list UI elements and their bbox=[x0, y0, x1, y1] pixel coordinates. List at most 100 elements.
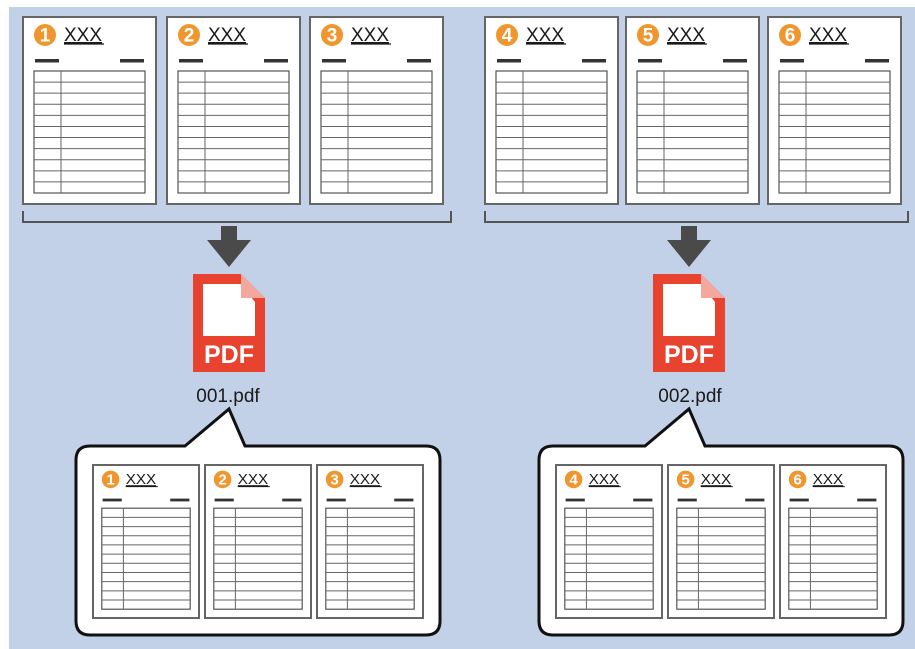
group-bracket bbox=[484, 211, 909, 223]
page-title: XXX bbox=[64, 25, 102, 46]
pdf-icon-label: PDF bbox=[204, 341, 254, 369]
header-dash-right bbox=[865, 59, 889, 63]
document-page: 4 XXX bbox=[484, 16, 619, 205]
page-title: XXX bbox=[813, 471, 843, 488]
table-border bbox=[33, 70, 146, 194]
header-dash-right bbox=[582, 59, 606, 63]
page-title: XXX bbox=[350, 471, 380, 488]
page-table bbox=[325, 507, 415, 610]
header-dash-left bbox=[497, 59, 521, 63]
header-dash-right bbox=[407, 59, 431, 63]
table-border bbox=[101, 507, 191, 610]
header-dash-left bbox=[35, 59, 59, 63]
page-title: XXX bbox=[208, 25, 246, 46]
page-number: 3 bbox=[327, 26, 338, 47]
page-title: XXX bbox=[126, 471, 156, 488]
header-dash-left bbox=[677, 498, 697, 502]
page-number: 2 bbox=[184, 26, 195, 47]
header-dash-right bbox=[745, 498, 765, 502]
page-table bbox=[636, 70, 749, 194]
header-dash-left bbox=[214, 498, 234, 502]
page-title: XXX bbox=[589, 471, 619, 488]
document-page: 5 XXX bbox=[625, 16, 760, 205]
document-page: 1 XXX bbox=[92, 464, 200, 619]
document-page: 3 XXX bbox=[309, 16, 444, 205]
table-border bbox=[495, 70, 608, 194]
page-number: 1 bbox=[40, 26, 51, 47]
page-number: 5 bbox=[643, 26, 654, 47]
page-number-badge bbox=[637, 24, 659, 46]
page-number-badge bbox=[213, 470, 232, 489]
pdf-icon-label: PDF bbox=[664, 341, 714, 369]
page-number: 4 bbox=[569, 472, 578, 489]
header-dash-right bbox=[857, 498, 877, 502]
page-number-badge bbox=[321, 24, 343, 46]
page-title: XXX bbox=[667, 25, 705, 46]
document-page: 4 XXX bbox=[555, 464, 663, 619]
header-dash-right bbox=[394, 498, 414, 502]
page-number-badge bbox=[564, 470, 583, 489]
page-table bbox=[101, 507, 191, 610]
table-border bbox=[636, 70, 749, 194]
page-table bbox=[788, 507, 878, 610]
page-number-badge bbox=[788, 470, 807, 489]
page-table bbox=[676, 507, 766, 610]
page-table bbox=[495, 70, 608, 194]
document-page: 6 XXX bbox=[779, 464, 887, 619]
table-border bbox=[213, 507, 303, 610]
header-dash-left bbox=[789, 498, 809, 502]
pdf-icon-fold bbox=[701, 274, 725, 298]
header-dash-left bbox=[322, 59, 346, 63]
pdf-file-icon: PDF bbox=[193, 274, 265, 372]
header-dash-left bbox=[638, 59, 662, 63]
pdf-file-name: 001.pdf bbox=[196, 386, 260, 407]
page-number: 6 bbox=[793, 472, 801, 489]
header-dash-right bbox=[633, 498, 653, 502]
header-dash-right bbox=[264, 59, 288, 63]
table-border bbox=[320, 70, 433, 194]
pdf-icon-fold bbox=[241, 274, 265, 298]
header-dash-left bbox=[102, 498, 122, 502]
header-dash-right bbox=[120, 59, 144, 63]
page-number-badge bbox=[34, 24, 56, 46]
header-dash-right bbox=[723, 59, 747, 63]
page-table bbox=[213, 507, 303, 610]
table-border bbox=[177, 70, 290, 194]
page-number: 1 bbox=[106, 472, 115, 489]
page-number-badge bbox=[676, 470, 695, 489]
down-arrow bbox=[207, 226, 251, 267]
page-number: 4 bbox=[502, 26, 513, 47]
header-dash-right bbox=[282, 498, 302, 502]
page-title: XXX bbox=[238, 471, 268, 488]
table-border bbox=[778, 70, 891, 194]
pdf-file-icon: PDF bbox=[653, 274, 725, 372]
page-table bbox=[33, 70, 146, 194]
page-table bbox=[177, 70, 290, 194]
header-dash-left bbox=[565, 498, 585, 502]
document-page: 1 XXX bbox=[22, 16, 157, 205]
table-border bbox=[788, 507, 878, 610]
page-number-badge bbox=[101, 470, 120, 489]
page-number-badge bbox=[325, 470, 344, 489]
header-dash-left bbox=[179, 59, 203, 63]
down-arrow bbox=[667, 226, 711, 267]
page-number: 6 bbox=[785, 26, 796, 47]
page-title: XXX bbox=[701, 471, 731, 488]
header-dash-right bbox=[170, 498, 190, 502]
page-title: XXX bbox=[526, 25, 564, 46]
page-title: XXX bbox=[351, 25, 389, 46]
table-border bbox=[564, 507, 654, 610]
page-number-badge bbox=[779, 24, 801, 46]
pdf-file-name: 002.pdf bbox=[658, 386, 722, 407]
table-border bbox=[676, 507, 766, 610]
